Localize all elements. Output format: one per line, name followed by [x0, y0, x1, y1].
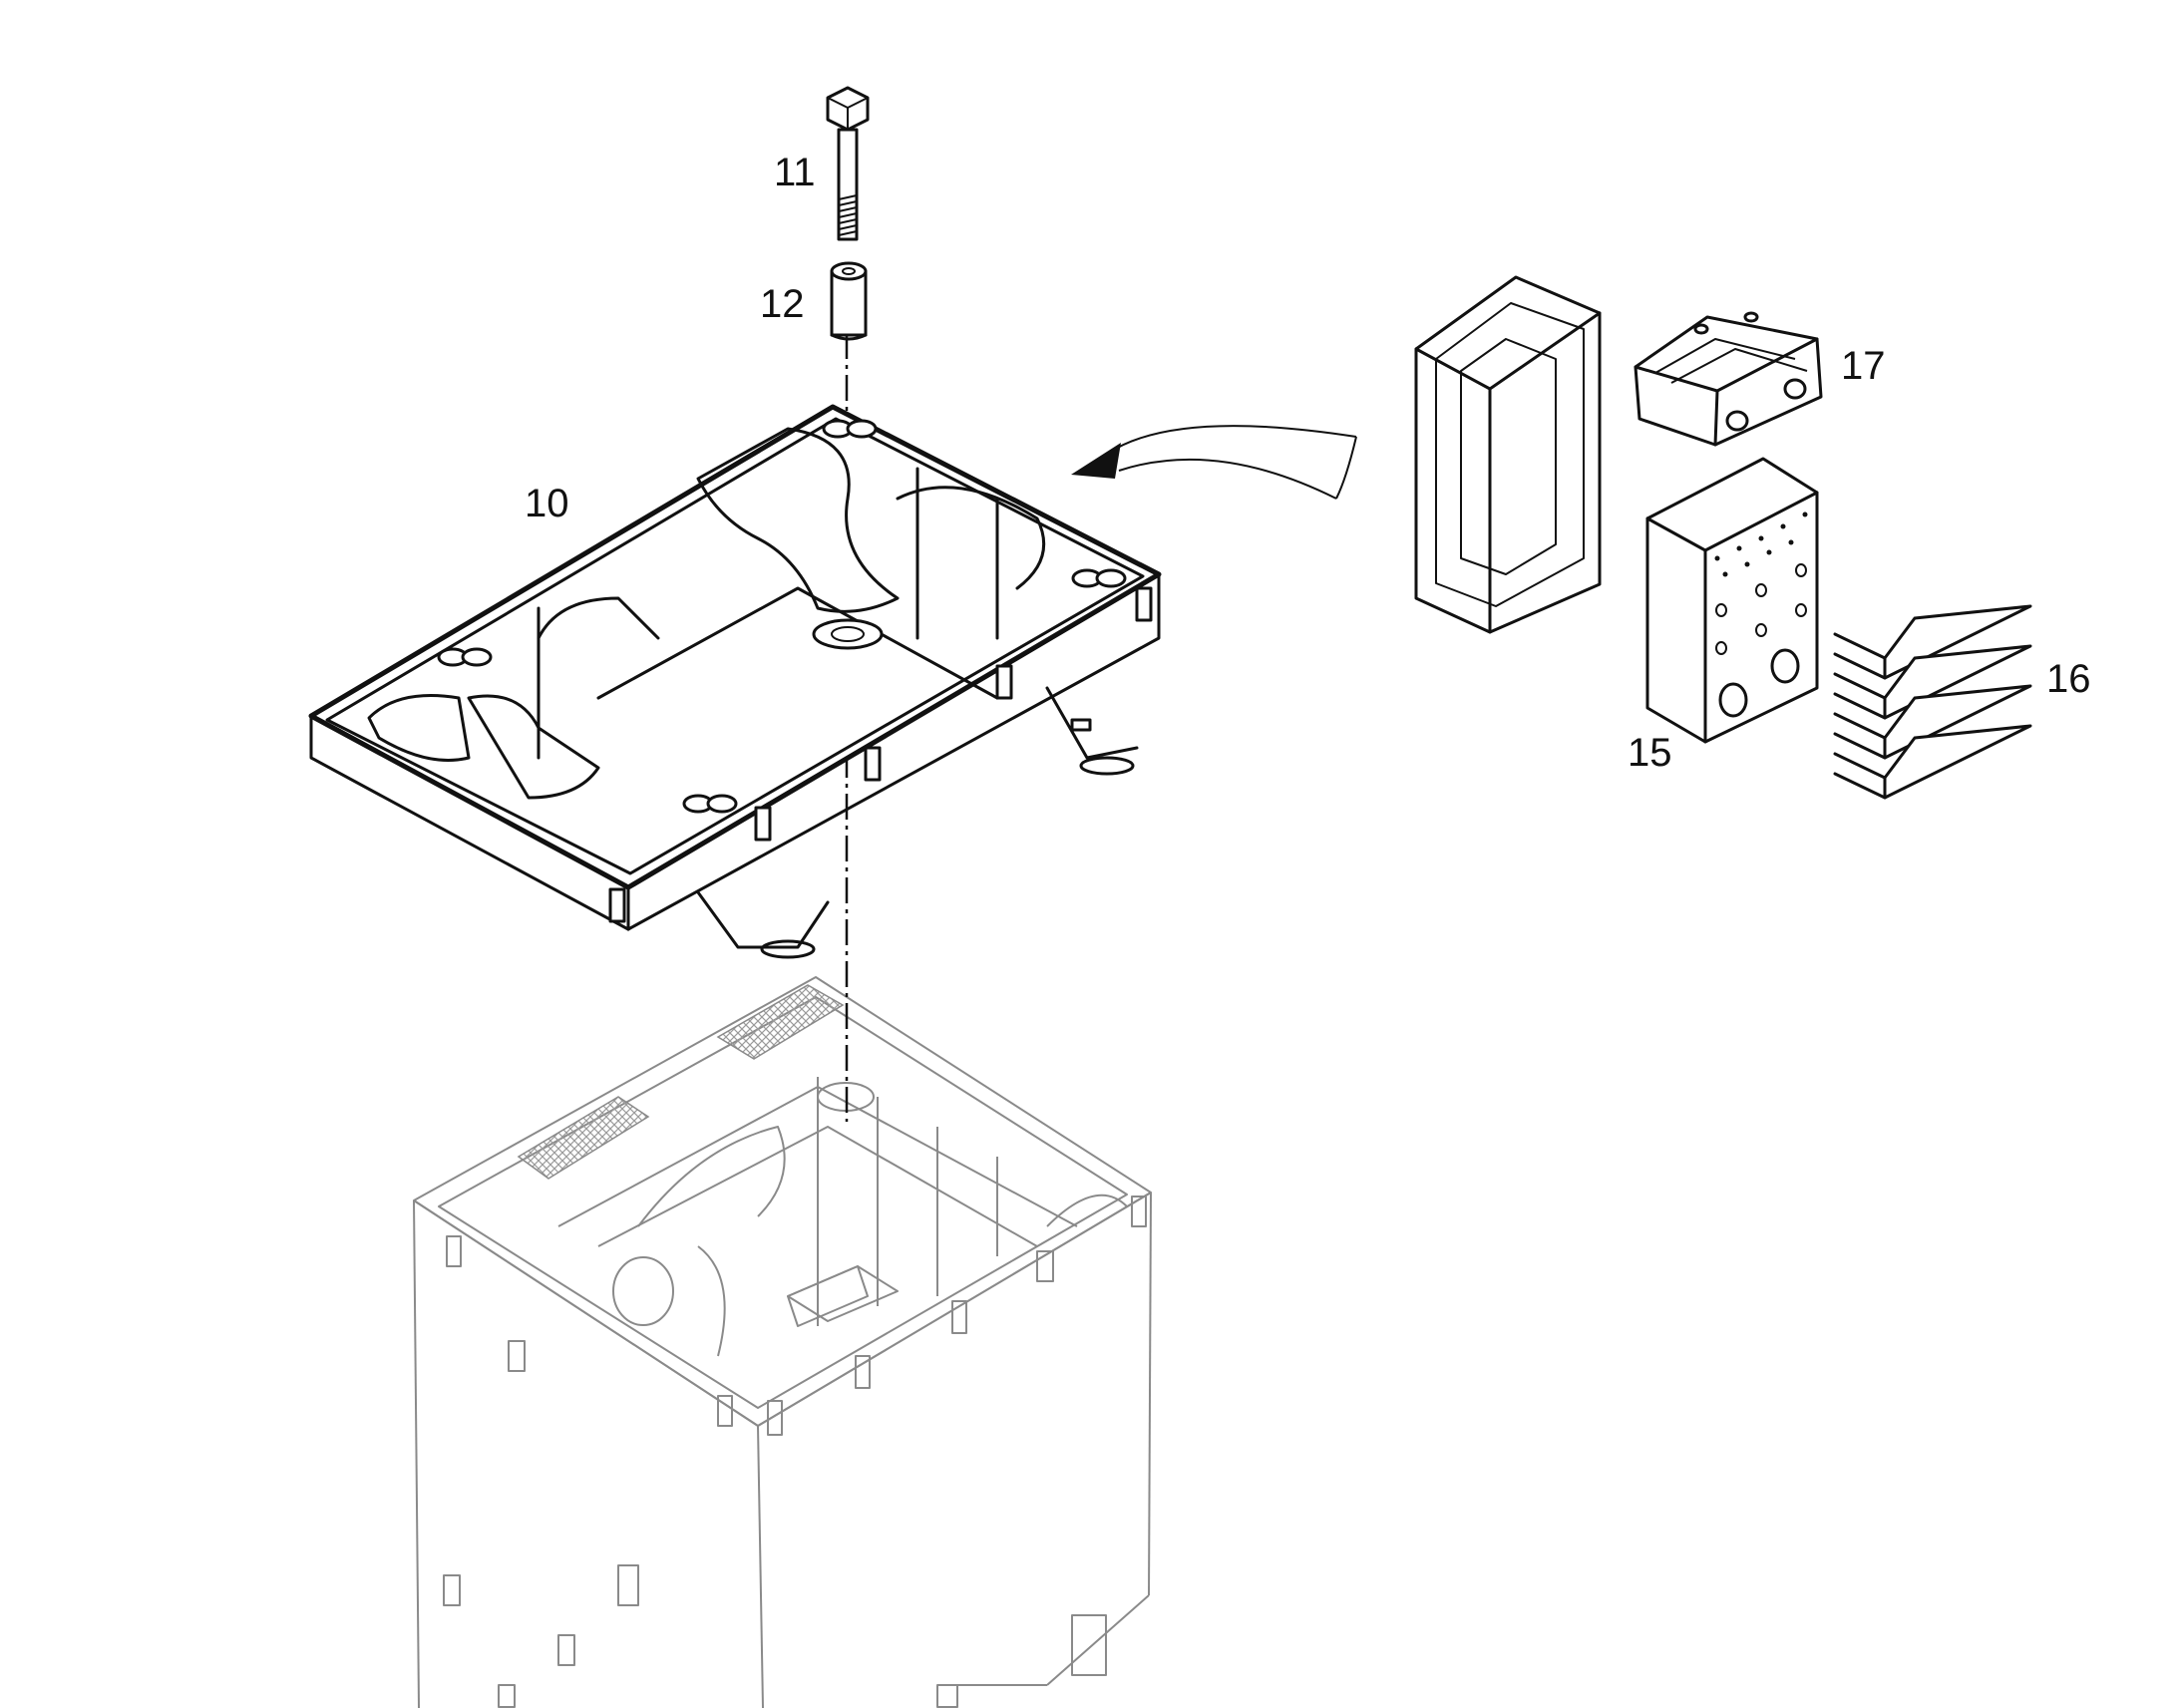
callout-clamp: 17 [1841, 344, 1886, 388]
open-rectangular-frame [1414, 275, 1602, 634]
insertion-arrow [1071, 425, 1357, 500]
vent-grille-right [716, 984, 845, 1060]
callout-frame: 10 [525, 482, 569, 525]
callout-spacer: 12 [760, 282, 805, 326]
spacer-sleeve-part [830, 261, 868, 341]
callout-block: 15 [1628, 731, 1672, 775]
shims-part [1833, 604, 2032, 800]
vent-grille-left [517, 1096, 650, 1180]
clamp-part [1634, 311, 1823, 447]
callout-bolt: 11 [774, 151, 816, 194]
block-part [1645, 457, 1819, 744]
top-frame-part [308, 404, 1162, 959]
lower-cabinet-ghost [413, 976, 1152, 1708]
callout-shims: 16 [2046, 657, 2091, 701]
bolt-part [826, 86, 870, 241]
